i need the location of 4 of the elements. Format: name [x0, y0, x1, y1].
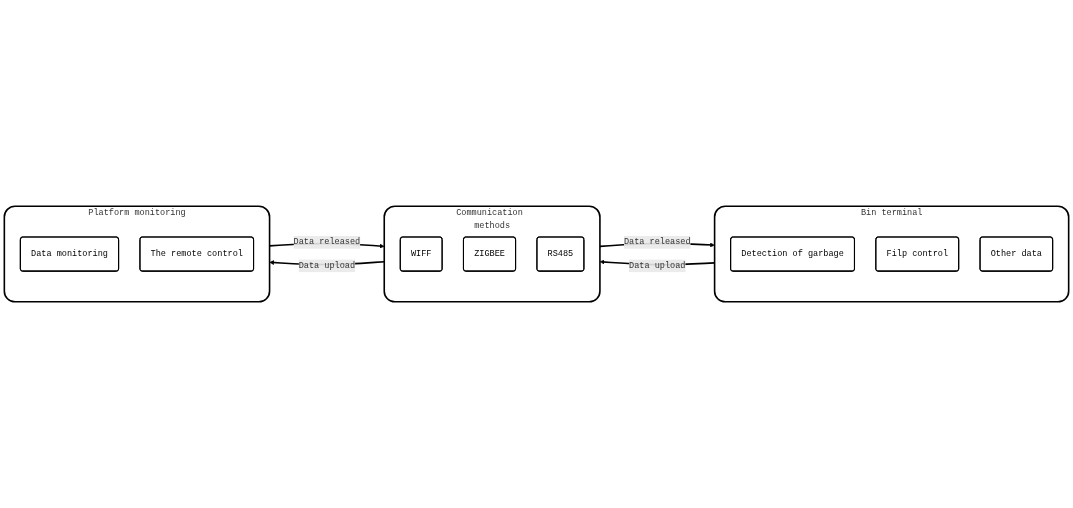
edge-label: Data upload — [298, 260, 356, 271]
edge-label: Data upload — [629, 260, 686, 271]
edge-label: Data released — [293, 237, 361, 248]
edge-label: Data released — [623, 237, 691, 248]
